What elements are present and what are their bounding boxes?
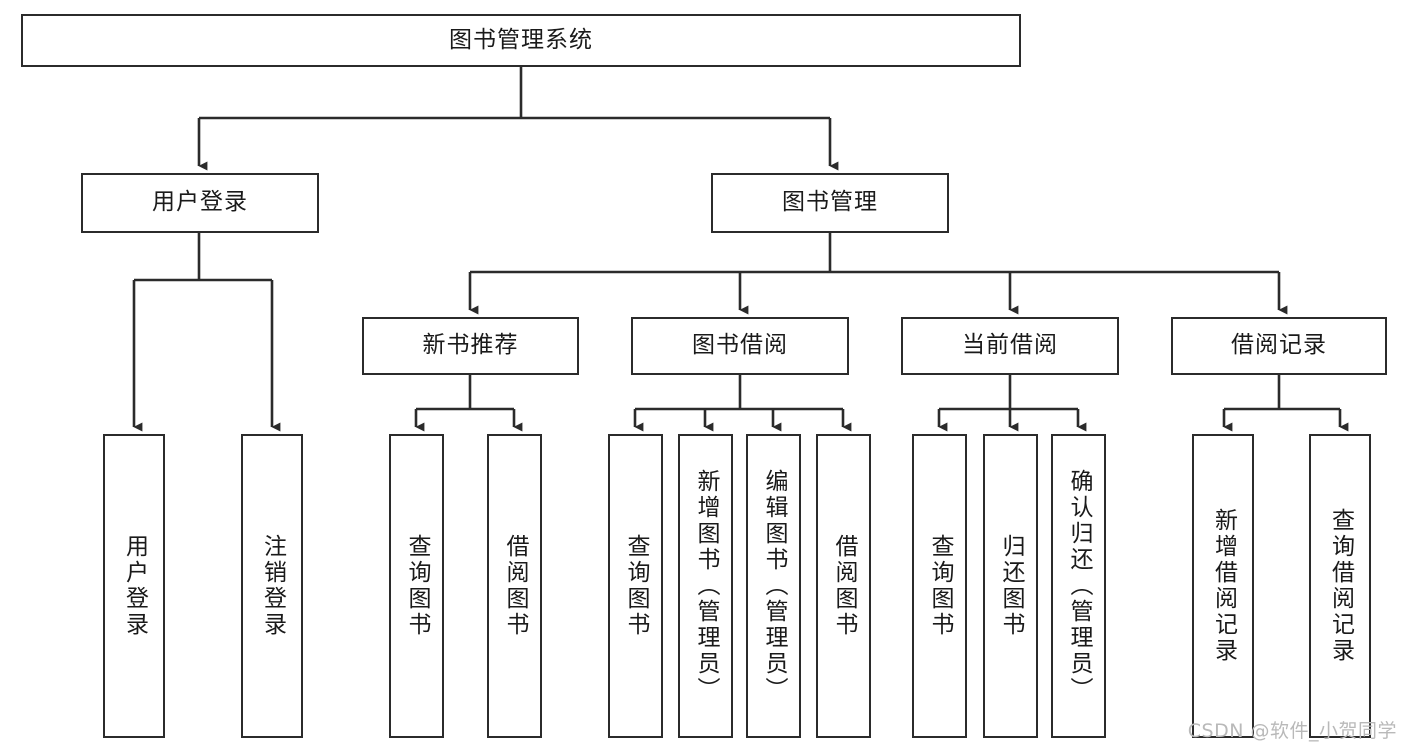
leaf-query-book-1[interactable]: 查询图书 [389,434,444,738]
leaf-query-book-2-label: 查询图书 [623,534,650,638]
leaf-edit-book[interactable]: 编辑图书（管理员） [746,434,801,738]
leaf-return-book-label: 归还图书 [998,534,1025,638]
leaf-confirm-return[interactable]: 确认归还（管理员） [1051,434,1106,738]
leaf-query-record[interactable]: 查询借阅记录 [1309,434,1371,738]
leaf-query-book-1-label: 查询图书 [404,534,431,638]
node-borrow-record[interactable]: 借阅记录 [1171,317,1387,375]
node-root[interactable]: 图书管理系统 [21,14,1021,67]
node-root-label: 图书管理系统 [449,26,593,53]
leaf-confirm-return-label: 确认归还（管理员） [1066,469,1093,703]
leaf-add-book[interactable]: 新增图书（管理员） [678,434,733,738]
leaf-query-book-2[interactable]: 查询图书 [608,434,663,738]
leaf-logout[interactable]: 注销登录 [241,434,303,738]
leaf-borrow-book-2[interactable]: 借阅图书 [816,434,871,738]
leaf-user-login[interactable]: 用户登录 [103,434,165,738]
leaf-add-book-label: 新增图书（管理员） [693,469,720,703]
leaf-add-record[interactable]: 新增借阅记录 [1192,434,1254,738]
leaf-add-record-label: 新增借阅记录 [1210,508,1237,664]
node-book-borrow-label: 图书借阅 [692,332,788,359]
node-current-borrow[interactable]: 当前借阅 [901,317,1119,375]
leaf-query-book-3-label: 查询图书 [927,534,954,638]
leaf-borrow-book-1[interactable]: 借阅图书 [487,434,542,738]
node-current-borrow-label: 当前借阅 [962,332,1058,359]
leaf-edit-book-label: 编辑图书（管理员） [761,469,788,703]
node-book-manage-label: 图书管理 [782,189,878,216]
leaf-borrow-book-1-label: 借阅图书 [502,534,529,638]
node-book-manage[interactable]: 图书管理 [711,173,949,233]
leaf-user-login-label: 用户登录 [121,534,148,638]
node-user-login-label: 用户登录 [152,189,248,216]
node-new-book-recommend-label: 新书推荐 [422,332,519,359]
node-user-login[interactable]: 用户登录 [81,173,319,233]
leaf-return-book[interactable]: 归还图书 [983,434,1038,738]
node-book-borrow[interactable]: 图书借阅 [631,317,849,375]
leaf-borrow-book-2-label: 借阅图书 [831,534,858,638]
leaf-query-book-3[interactable]: 查询图书 [912,434,967,738]
node-borrow-record-label: 借阅记录 [1231,332,1327,359]
node-new-book-recommend[interactable]: 新书推荐 [362,317,579,375]
watermark-text: CSDN @软件_小贺同学 [1187,720,1397,742]
leaf-logout-label: 注销登录 [259,534,286,638]
leaf-query-record-label: 查询借阅记录 [1327,508,1354,664]
